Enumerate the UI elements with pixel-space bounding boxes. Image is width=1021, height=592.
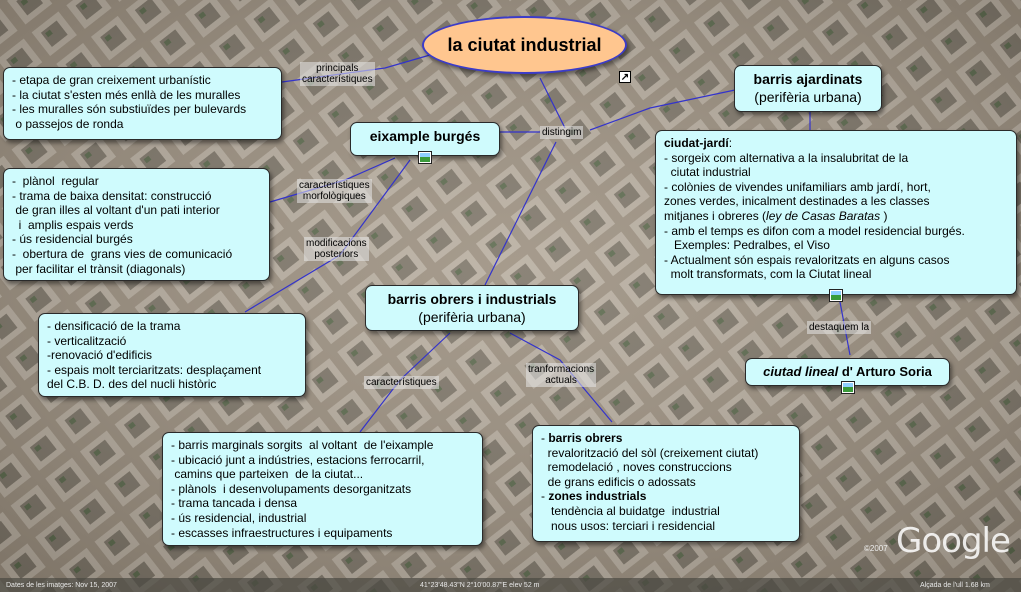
note-line: - amb el temps es difon com a model resi… bbox=[664, 224, 1008, 239]
label-line: modificacions bbox=[306, 238, 367, 249]
note-line: - colònies de vivendes unifamiliars amb … bbox=[664, 180, 1008, 195]
label-line: principals bbox=[302, 63, 373, 74]
topic-barris-obrers[interactable]: barris obrers i industrials (perifèria u… bbox=[365, 285, 579, 331]
topic-title-italic: ciutad lineal bbox=[763, 364, 838, 379]
note-morfologia[interactable]: - plànol regular - trama de baixa densit… bbox=[3, 168, 270, 281]
link-root-distingim bbox=[540, 78, 565, 128]
note-line: Exemples: Pedralbes, el Viso bbox=[664, 238, 1008, 253]
label-line: característiques bbox=[299, 180, 370, 191]
label-principals: principals característiques bbox=[300, 62, 375, 86]
map-footer-date: Dates de les imatges: Nov 15, 2007 bbox=[6, 582, 117, 589]
note-text: : bbox=[729, 136, 732, 150]
note-heading: barris obrers bbox=[548, 431, 622, 445]
note-line: zones verdes, inicalment destinades a le… bbox=[664, 194, 1008, 209]
label-modificacions: modificacions posteriors bbox=[304, 237, 369, 261]
label-morfologiques: característiques morfològiques bbox=[297, 179, 372, 203]
note-line: - plànols i desenvolupaments desorganitz… bbox=[171, 482, 474, 497]
note-line: - etapa de gran creixement urbanístic bbox=[12, 73, 273, 88]
note-line: o passejos de ronda bbox=[12, 117, 273, 132]
note-line: del C.B. D. des del nucli històric bbox=[47, 377, 297, 392]
note-line: camins que parteixen de la ciutat... bbox=[171, 467, 474, 482]
note-line: remodelació , noves construccions bbox=[541, 460, 791, 475]
note-line: mitjanes i obreres (ley de Casas Baratas… bbox=[664, 209, 1008, 224]
note-line: - escasses infraestructures i equipament… bbox=[171, 526, 474, 541]
note-line: -renovació d'edificis bbox=[47, 348, 297, 363]
root-node[interactable]: la ciutat industrial bbox=[422, 16, 627, 74]
note-line: - sorgeix com alternativa a la insalubri… bbox=[664, 151, 1008, 166]
note-line: - barris obrers bbox=[541, 431, 791, 446]
topic-subtitle: (perifèria urbana) bbox=[374, 308, 570, 326]
note-line: - espais molt terciaritzats: desplaçamen… bbox=[47, 363, 297, 378]
topic-subtitle: (perifèria urbana) bbox=[743, 88, 873, 106]
note-heading: ciudat-jardí bbox=[664, 136, 729, 150]
note-line: ciutat industrial bbox=[664, 165, 1008, 180]
note-line: - Actualment són espais revaloritzats en… bbox=[664, 253, 1008, 268]
note-line: de grans edificis o adossats bbox=[541, 475, 791, 490]
image-icon[interactable] bbox=[418, 151, 432, 164]
note-line: per facilitar el trànsit (diagonals) bbox=[12, 262, 261, 277]
note-line: ciudat-jardí: bbox=[664, 136, 1008, 151]
link-distingim-ajardinats bbox=[590, 90, 735, 130]
note-line: - ubicació junt a indústries, estacions … bbox=[171, 453, 474, 468]
google-logo: Google bbox=[896, 521, 1010, 561]
note-line: - densificació de la trama bbox=[47, 319, 297, 334]
note-line: - verticalització bbox=[47, 334, 297, 349]
note-line: revalorització del sòl (creixement ciuta… bbox=[541, 446, 791, 461]
note-line: i amplis espais verds bbox=[12, 218, 261, 233]
image-icon[interactable] bbox=[829, 289, 843, 302]
note-line: - zones industrials bbox=[541, 489, 791, 504]
note-heading: zones industrials bbox=[548, 489, 646, 503]
label-line: tranformacions bbox=[528, 364, 594, 375]
topic-title-rest: d' Arturo Soria bbox=[838, 364, 932, 379]
note-modificacions[interactable]: - densificació de la trama - verticalitz… bbox=[38, 313, 306, 397]
note-line: - trama de baixa densitat: construcció bbox=[12, 189, 261, 204]
label-transformacions: tranformacions actuals bbox=[526, 363, 596, 387]
note-line: - ús residencial burgés bbox=[12, 232, 261, 247]
note-line: molt transformats, com la Ciutat lineal bbox=[664, 267, 1008, 282]
map-footer-altitude: Alçada de l'ull 1.68 km bbox=[920, 582, 990, 589]
note-line: - obertura de grans vies de comunicació bbox=[12, 247, 261, 262]
map-copyright: ©2007 bbox=[864, 544, 888, 553]
label-caracteristiques: característiques bbox=[364, 376, 439, 389]
note-line: - ús residencial, industrial bbox=[171, 511, 474, 526]
topic-title: barris ajardinats bbox=[743, 70, 873, 88]
label-line: morfològiques bbox=[299, 191, 370, 202]
note-line: - barris marginals sorgits al voltant de… bbox=[171, 438, 474, 453]
label-destaquem: destaquem la bbox=[807, 321, 871, 334]
note-line: tendència al buidatge industrial bbox=[541, 504, 791, 519]
note-text: mitjanes i obreres ( bbox=[664, 209, 766, 223]
note-line: - plànol regular bbox=[12, 174, 261, 189]
label-line: actuals bbox=[528, 375, 594, 386]
note-line: de gran illes al voltant d'un pati inter… bbox=[12, 203, 261, 218]
note-line: - la ciutat s'esten més enllà de les mur… bbox=[12, 88, 273, 103]
note-line: - trama tancada i densa bbox=[171, 496, 474, 511]
topic-title: eixample burgés bbox=[359, 127, 491, 145]
topic-title: barris obrers i industrials bbox=[374, 290, 570, 308]
note-general-characteristics[interactable]: - etapa de gran creixement urbanístic - … bbox=[3, 67, 282, 140]
note-obrers-actuals[interactable]: - barris obrers revalorització del sòl (… bbox=[532, 425, 800, 542]
note-obrers-caracteristiques[interactable]: - barris marginals sorgits al voltant de… bbox=[162, 432, 483, 546]
external-link-icon[interactable]: ↗ bbox=[619, 71, 631, 83]
note-italic: ley de Casas Baratas bbox=[766, 209, 880, 223]
note-text: ) bbox=[880, 209, 887, 223]
link-distingim-obrers bbox=[485, 142, 556, 285]
note-line: - les muralles són substiuïdes per bulev… bbox=[12, 102, 273, 117]
image-icon[interactable] bbox=[841, 381, 855, 394]
map-footer-coordinates: 41°23'48.43"N 2°10'00.87"E elev 52 m bbox=[420, 582, 540, 589]
topic-title: ciutad lineal d' Arturo Soria bbox=[763, 364, 932, 379]
note-line: nous usos: terciari i residencial bbox=[541, 519, 791, 534]
label-line: posteriors bbox=[306, 249, 367, 260]
label-distingim: distingim bbox=[540, 126, 583, 139]
note-ciutat-jardi[interactable]: ciudat-jardí: - sorgeix com alternativa … bbox=[655, 130, 1017, 295]
root-title: la ciutat industrial bbox=[447, 35, 601, 56]
topic-barris-ajardinats[interactable]: barris ajardinats (perifèria urbana) bbox=[734, 65, 882, 112]
label-line: característiques bbox=[302, 74, 373, 85]
